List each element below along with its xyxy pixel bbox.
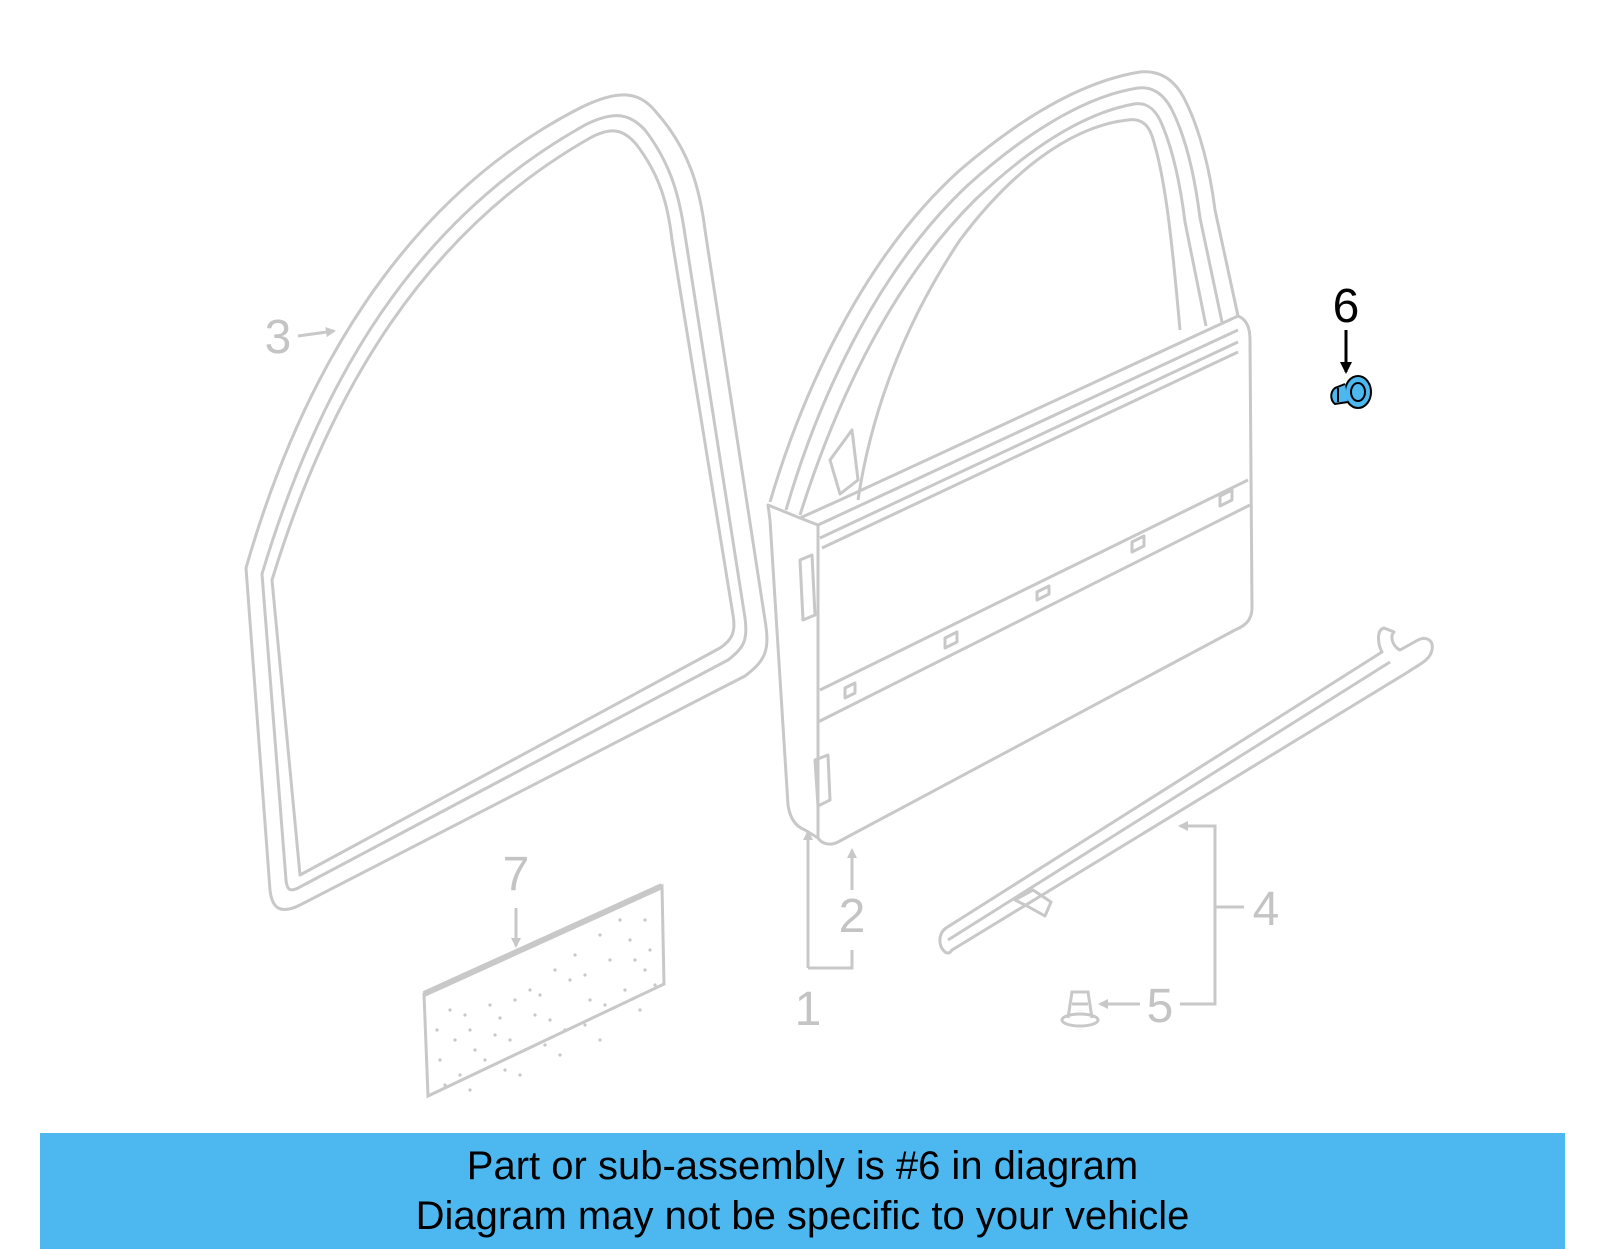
callout-5: 5: [1147, 980, 1174, 1033]
lower-molding-part-4: [938, 626, 1434, 955]
banner-line-1: Part or sub-assembly is #6 in diagram: [466, 1144, 1139, 1188]
leader-4-branch: [1180, 907, 1217, 1006]
callout-3: 3: [265, 311, 292, 364]
weatherstrip-seal-part-3: [244, 93, 769, 911]
plug-part-6: [1330, 375, 1372, 409]
leader-lines: [297, 327, 1244, 1009]
callout-4: 4: [1253, 883, 1280, 936]
door-shell-part-1: [766, 70, 1254, 846]
callout-7: 7: [503, 848, 530, 901]
banner-line-2: Diagram may not be specific to your vehi…: [415, 1194, 1190, 1238]
callout-1: 1: [795, 983, 822, 1036]
leader-4: [1178, 821, 1244, 909]
insulation-pad-part-7: [422, 883, 666, 1099]
leader-1-branch: [808, 950, 854, 970]
callout-2: 2: [839, 890, 866, 943]
clip-part-5: [1060, 990, 1100, 1028]
info-banner: Part or sub-assembly is #6 in diagram Di…: [40, 1133, 1565, 1249]
leader-3: [297, 327, 336, 338]
callout-6: 6: [1333, 280, 1360, 333]
